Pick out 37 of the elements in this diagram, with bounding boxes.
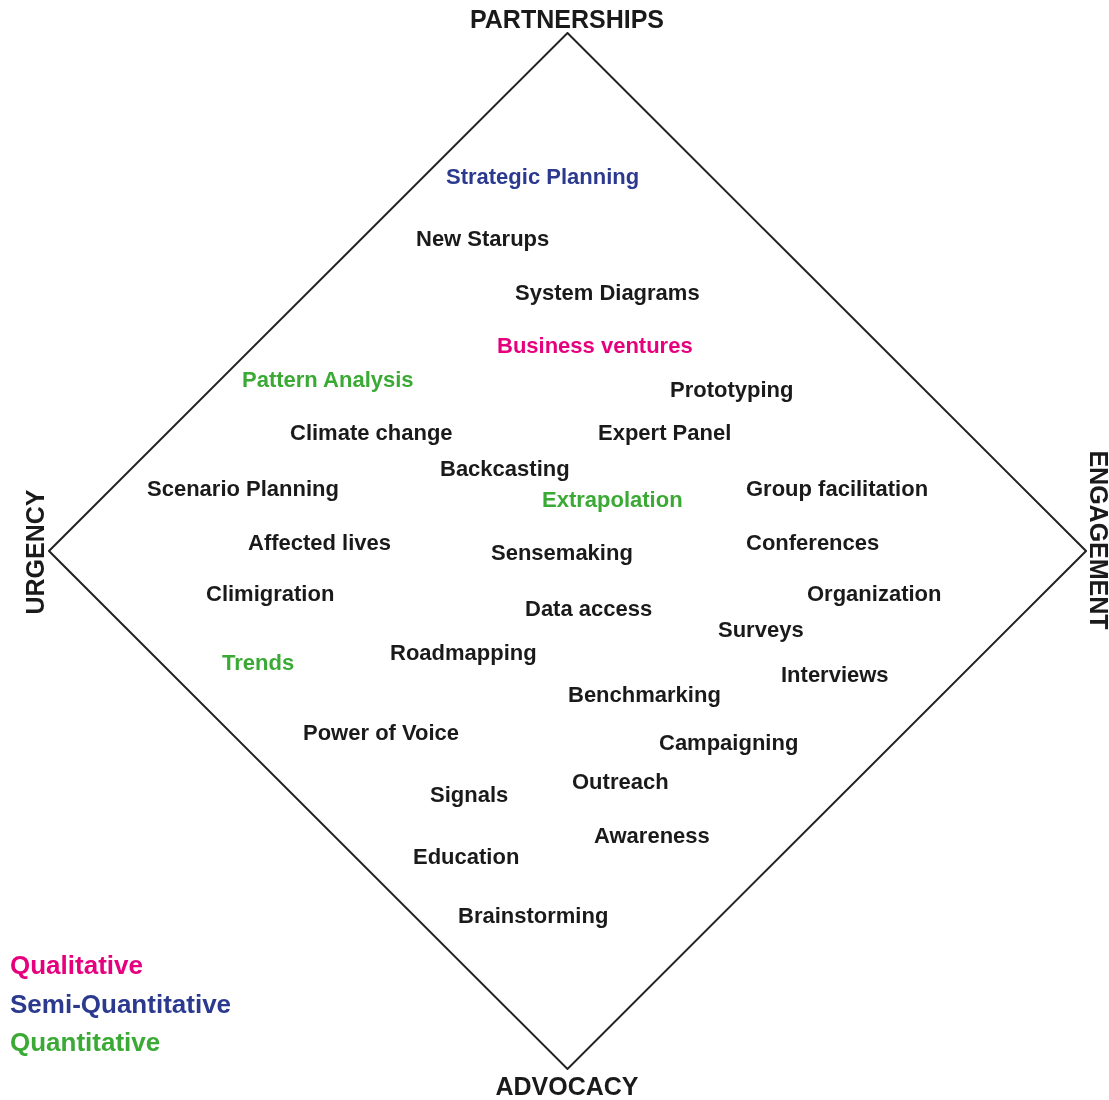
- method-label: Conferences: [746, 532, 880, 554]
- method-label: Trends: [222, 652, 295, 674]
- method-label: Prototyping: [670, 379, 794, 401]
- method-label: Scenario Planning: [147, 478, 339, 500]
- method-label: Signals: [430, 784, 509, 806]
- method-label: Expert Panel: [598, 422, 732, 444]
- method-label: Group facilitation: [746, 478, 929, 500]
- method-label: Data access: [525, 598, 653, 620]
- method-label: Outreach: [572, 771, 669, 793]
- method-label: Extrapolation: [542, 489, 683, 511]
- legend-entry: Quantitative: [10, 1029, 161, 1055]
- method-label: Climate change: [290, 422, 453, 444]
- method-label: Surveys: [718, 619, 804, 641]
- method-label: Pattern Analysis: [242, 369, 414, 391]
- axis-label: ADVOCACY: [495, 1073, 639, 1099]
- method-label: New Starups: [416, 228, 550, 250]
- legend-entry: Semi-Quantitative: [10, 990, 232, 1017]
- method-label: Sensemaking: [491, 542, 633, 564]
- method-label: Campaigning: [659, 732, 799, 754]
- method-label: Brainstorming: [458, 905, 609, 927]
- axis-label: URGENCY: [22, 489, 48, 615]
- method-label: Roadmapping: [390, 642, 537, 664]
- axis-label: PARTNERSHIPS: [470, 6, 664, 32]
- method-label: Backcasting: [440, 458, 570, 480]
- axis-label: ENGAGEMENT: [1085, 450, 1109, 630]
- method-label: System Diagrams: [515, 282, 700, 304]
- method-label: Benchmarking: [568, 684, 721, 706]
- method-label: Business ventures: [497, 335, 693, 357]
- method-label: Awareness: [594, 825, 710, 847]
- method-label: Climigration: [206, 583, 335, 605]
- method-label: Affected lives: [248, 532, 392, 554]
- method-label: Interviews: [781, 664, 889, 686]
- method-label: Organization: [807, 583, 942, 605]
- legend-entry: Qualitative: [10, 952, 143, 978]
- method-label: Power of Voice: [303, 722, 460, 744]
- method-label: Education: [413, 846, 520, 868]
- method-label: Strategic Planning: [446, 166, 640, 188]
